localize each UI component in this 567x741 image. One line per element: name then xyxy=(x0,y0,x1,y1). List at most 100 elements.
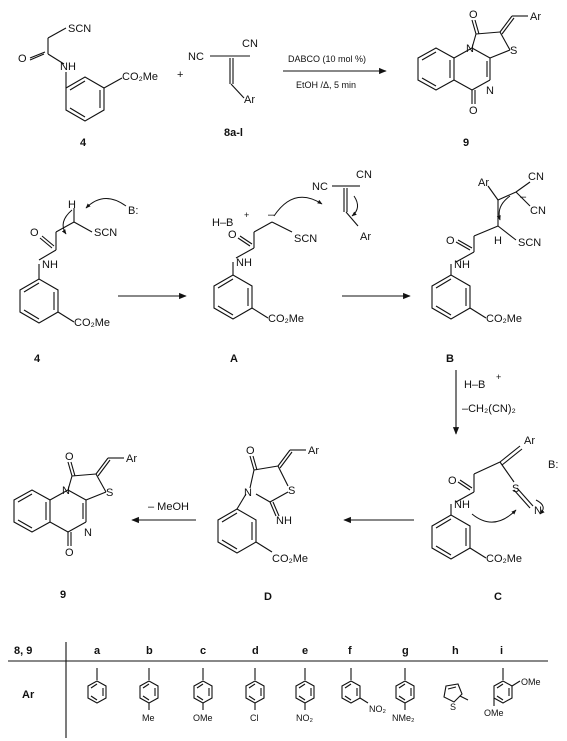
table-row-label: Ar xyxy=(22,689,35,701)
sub-f: NO₂ xyxy=(369,704,387,714)
label-o-A: O xyxy=(228,229,237,241)
compound-label-9: 9 xyxy=(463,137,469,149)
label-ar-9b: Ar xyxy=(126,453,137,465)
label-co2me-4m: CO₂Me xyxy=(74,317,110,329)
label-n-9a: N xyxy=(466,43,474,55)
label-plus-1: + xyxy=(244,210,249,220)
ring-g: NMe₂ xyxy=(392,668,415,723)
label-o-C: O xyxy=(448,475,457,487)
label-ar-9: Ar xyxy=(530,11,541,23)
label-nc: NC xyxy=(188,51,204,63)
label-n-D: N xyxy=(244,487,252,499)
label-nh-C: NH xyxy=(454,499,470,511)
label-ar-B: Ar xyxy=(478,177,489,189)
compound-9-bottom: O Ar N S N O 9 xyxy=(13,451,137,601)
arrow-D-to-9: – MeOH xyxy=(131,501,196,524)
col-e: e xyxy=(302,645,308,657)
col-d: d xyxy=(252,645,259,657)
ring-a xyxy=(87,668,107,704)
label-nh-A: NH xyxy=(236,257,252,269)
col-g: g xyxy=(402,645,409,657)
label-nc-mech: NC xyxy=(312,181,328,193)
sub-b: Me xyxy=(142,713,155,723)
label-o-9b: O xyxy=(469,105,478,117)
label-ar-mech: Ar xyxy=(360,231,371,243)
label-n-9d: N xyxy=(84,527,92,539)
label-co2me-B: CO₂Me xyxy=(486,313,522,325)
compound-label-D: D xyxy=(264,591,272,603)
label-loss-malononitrile: –CH₂(CN)₂ xyxy=(462,403,516,415)
label-scn-A: SCN xyxy=(294,233,317,245)
col-c: c xyxy=(200,645,206,657)
label-co2me-C: CO₂Me xyxy=(486,553,522,565)
label-n-C: N xyxy=(534,505,542,517)
ring-e: NO₂ xyxy=(295,668,315,723)
reagent-line2: EtOH /Δ, 5 min xyxy=(296,80,356,90)
compound-B: Ar CN CN – H O SCN NH CO₂Me B xyxy=(431,171,546,365)
compound-D: O Ar N S NH CO₂Me D xyxy=(217,445,319,603)
compound-4-mech: B: H O SCN NH CO₂Me 4 xyxy=(19,198,138,365)
arrow-B-to-C: H–B + –CH₂(CN)₂ xyxy=(452,370,516,435)
compound-label-B: B xyxy=(446,353,454,365)
label-ar-C: Ar xyxy=(524,435,535,447)
ring-i: OMe OMe xyxy=(484,668,541,718)
compound-label-8: 8a-l xyxy=(224,127,243,139)
col-b: b xyxy=(146,645,153,657)
label-cn-mech: CN xyxy=(356,169,372,181)
label-o-D: O xyxy=(246,445,255,457)
sub-g: NMe₂ xyxy=(392,713,415,723)
label-cn-B1: CN xyxy=(528,171,544,183)
sub-i-2: OMe xyxy=(484,708,504,718)
sub-h: S xyxy=(450,702,456,712)
label-scn-4m: SCN xyxy=(94,227,117,239)
compound-label-4m: 4 xyxy=(34,353,41,365)
label-s-9b: S xyxy=(106,487,113,499)
label-o-9d: O xyxy=(65,547,74,559)
label-o-B: O xyxy=(446,235,455,247)
label-nh: NH xyxy=(60,61,76,73)
plus-sign: + xyxy=(177,69,183,81)
label-ar: Ar xyxy=(244,94,255,106)
compound-label-A: A xyxy=(230,353,238,365)
label-base-2: B: xyxy=(548,459,558,471)
ring-h: S xyxy=(443,683,469,712)
label-base-1: B: xyxy=(128,205,138,217)
label-n-9c: N xyxy=(62,485,70,497)
substituent-table: 8, 9 Ar a b c d e f g h i Me xyxy=(8,642,548,738)
label-s-9a: S xyxy=(510,45,517,57)
label-scn: SCN xyxy=(68,23,91,35)
label-cn: CN xyxy=(242,38,258,50)
label-cn-B2: CN xyxy=(530,205,546,217)
sub-d: Cl xyxy=(250,713,259,723)
ring-c: OMe xyxy=(193,668,213,723)
compound-label-9b: 9 xyxy=(60,589,66,601)
compound-8: NC CN Ar 8a-l xyxy=(188,38,258,139)
sub-e: NO₂ xyxy=(296,713,314,723)
label-o-9a: O xyxy=(469,9,478,21)
compound-label-4: 4 xyxy=(80,137,87,149)
label-h-1: H xyxy=(68,199,76,211)
label-o: O xyxy=(18,53,27,65)
label-nh-imine-D: NH xyxy=(276,515,292,527)
label-co2me: CO₂Me xyxy=(122,71,158,83)
compound-C: Ar B: O S N NH CO₂Me C xyxy=(431,435,558,603)
label-loss-meoh: – MeOH xyxy=(148,501,189,513)
label-minus-B: – xyxy=(520,191,527,203)
compound-A: H–B + – O SCN NH CO₂Me A xyxy=(212,196,323,365)
compound-9-top: O N S N O Ar 9 xyxy=(417,9,541,149)
label-plus-2: + xyxy=(496,372,501,382)
label-o-4m: O xyxy=(30,227,39,239)
reagent-line1: DABCO (10 mol %) xyxy=(288,54,366,64)
ring-d: Cl xyxy=(245,668,265,723)
label-hb-1: H–B xyxy=(212,217,233,229)
label-s-D: S xyxy=(288,485,295,497)
compound-label-C: C xyxy=(494,591,502,603)
label-nh-4m: NH xyxy=(42,259,58,271)
sub-i-1: OMe xyxy=(521,677,541,687)
label-nh-B: NH xyxy=(454,259,470,271)
table-header-label: 8, 9 xyxy=(14,645,32,657)
reaction-arrow-main: DABCO (10 mol %) EtOH /Δ, 5 min xyxy=(283,54,387,90)
label-n-9b: N xyxy=(486,85,494,97)
sub-c: OMe xyxy=(193,713,213,723)
